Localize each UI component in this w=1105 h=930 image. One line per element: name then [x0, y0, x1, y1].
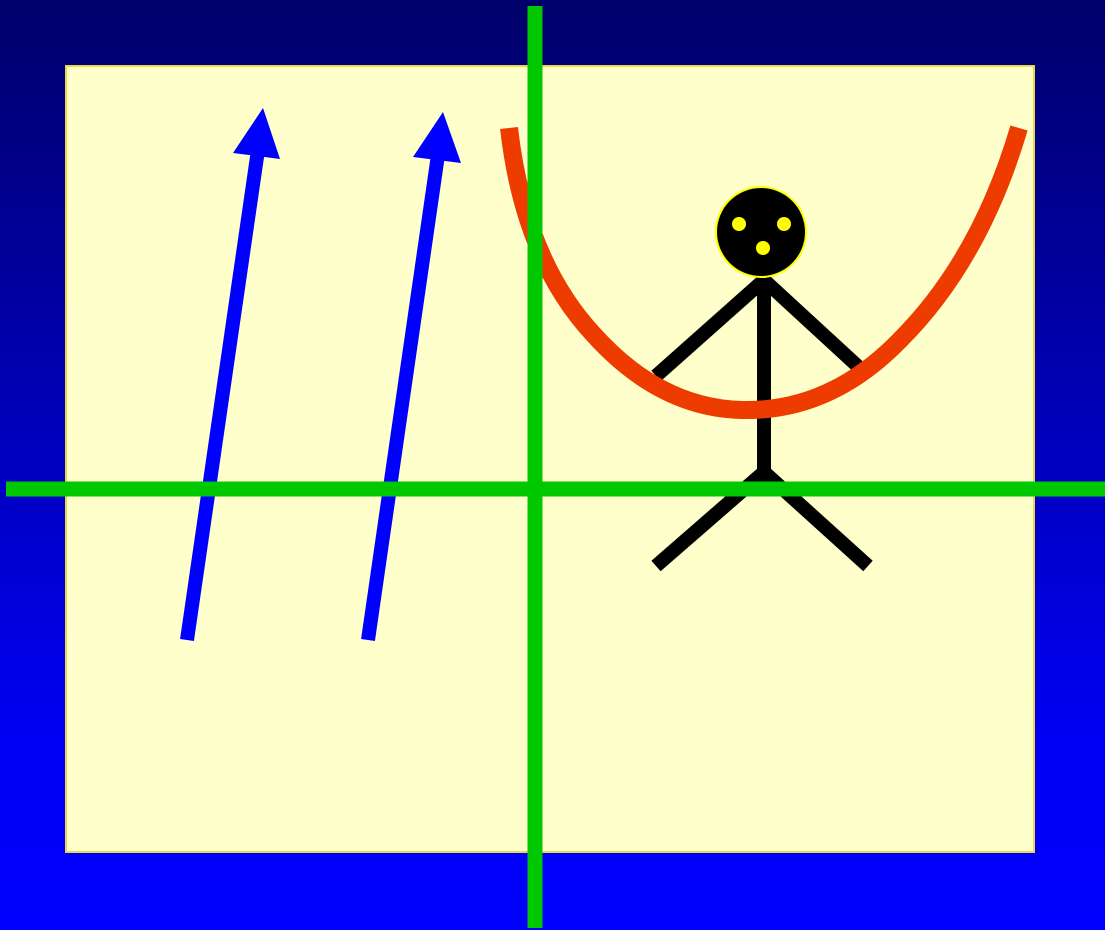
figure-right-arm [759, 274, 869, 378]
arrow-up-icon [180, 108, 280, 642]
diagram-panel [65, 65, 1035, 853]
figure-mouth [756, 241, 770, 255]
figure-left-eye [732, 217, 746, 231]
figure-right-eye [777, 217, 791, 231]
figure-head [715, 186, 807, 278]
arrow-up-icon [361, 112, 461, 641]
figure-left-arm [651, 274, 769, 382]
u-curve [500, 125, 1028, 420]
